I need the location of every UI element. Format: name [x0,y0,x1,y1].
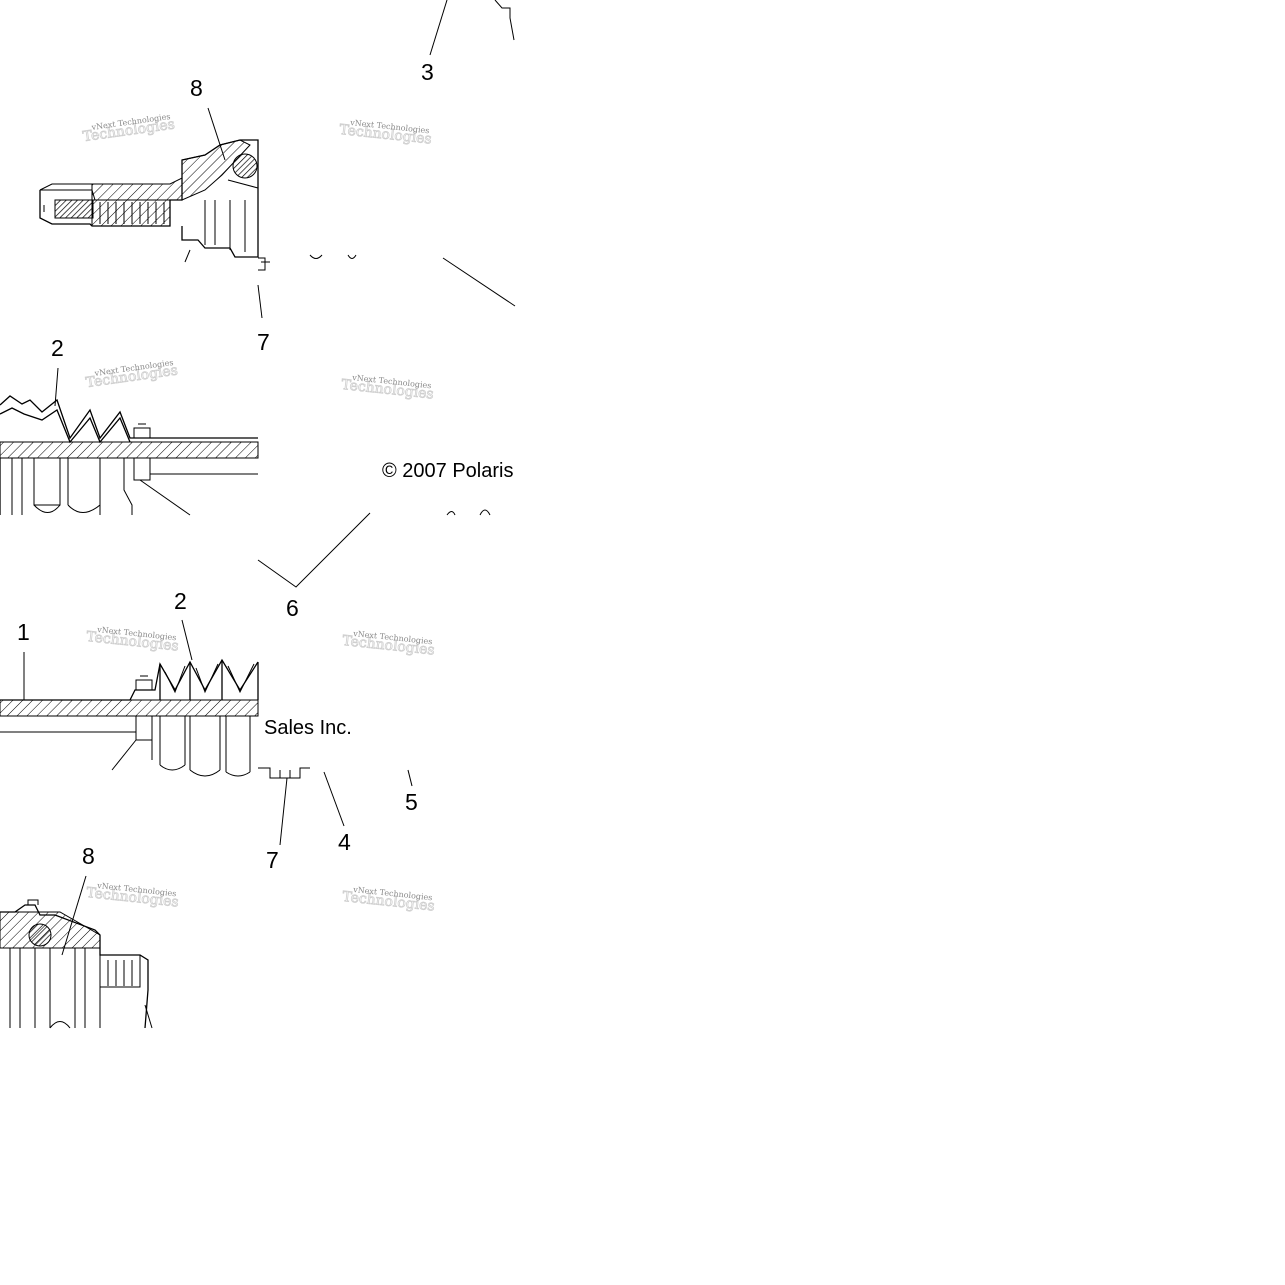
copyright-notice: © 2007 Polaris Sales Inc. [264,460,513,739]
callout-8: 8 [190,75,203,101]
outer-cv-joint-bottom [0,899,149,1029]
cv-boot-top [0,395,259,516]
callout-2: 2 [51,335,64,361]
callout-labels: 3 8 7 2 6 1 2 7 4 5 8 [17,59,434,873]
cv-boot-bottom [0,658,310,779]
callout-1: 1 [17,619,30,645]
callout-2: 2 [174,588,187,614]
callout-7: 7 [257,329,270,355]
callout-8: 8 [82,843,95,869]
callout-7: 7 [266,847,279,873]
leader-lines [23,0,516,1029]
callout-6: 6 [286,595,299,621]
copyright-line-1: © 2007 Polaris [382,460,513,482]
copyright-line-2: Sales Inc. [264,717,352,739]
outer-cv-joint-top [39,139,270,271]
callout-4: 4 [338,829,351,855]
callout-5: 5 [405,789,418,815]
callout-3: 3 [421,59,434,85]
